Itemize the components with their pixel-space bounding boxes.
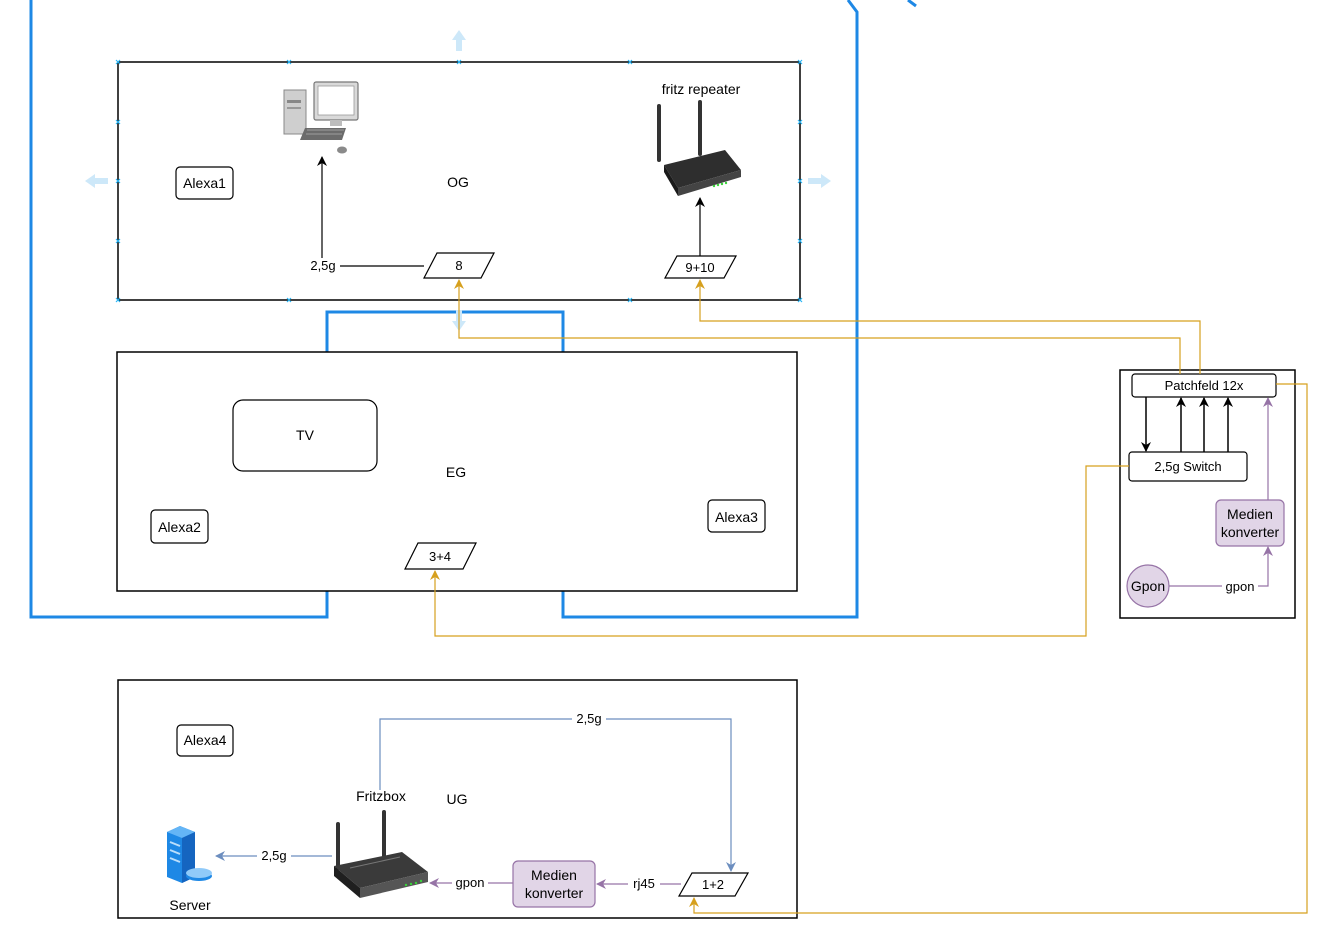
ug-medien-bottom: konverter: [525, 885, 584, 901]
port-9-10-label: 9+10: [685, 260, 714, 275]
alexa3-box[interactable]: [707, 499, 766, 533]
selection-handles[interactable]: [115, 59, 803, 303]
floor-eg-label: EG: [446, 464, 466, 480]
ug-gpon-label: gpon: [456, 875, 485, 890]
ug-medien-top: Medien: [531, 867, 577, 883]
port-9-10-shape[interactable]: [663, 255, 738, 279]
desktop-computer-icon[interactable]: [283, 81, 359, 154]
ug-server-speed: 2,5g: [261, 848, 286, 863]
tv-label: TV: [296, 427, 315, 443]
router-icon[interactable]: [334, 810, 428, 898]
port-3-4-label: 3+4: [429, 549, 451, 564]
floor-eg[interactable]: [116, 351, 798, 592]
ug-medien-konverter[interactable]: [512, 860, 596, 908]
port-8-shape[interactable]: [423, 252, 495, 279]
ug-top-speed: 2,5g: [576, 711, 601, 726]
repeater-label: fritz repeater: [662, 81, 741, 97]
alexa1-box[interactable]: [175, 166, 234, 200]
patch-switch-links[interactable]: [1141, 397, 1233, 452]
rack-medien-bottom: konverter: [1221, 524, 1280, 540]
port-8-label: 8: [455, 258, 462, 273]
orange-cables[interactable]: [430, 279, 1308, 914]
port-1-2-shape[interactable]: [677, 872, 750, 897]
server-label: Server: [169, 897, 211, 913]
fritzbox-label: Fritzbox: [356, 788, 406, 804]
alexa4-box[interactable]: [176, 724, 234, 757]
port-1-2-label: 1+2: [702, 877, 724, 892]
ug-rj45-label: rj45: [633, 876, 655, 891]
rack-container[interactable]: [1119, 369, 1296, 619]
alexa2-label: Alexa2: [158, 519, 201, 535]
port-3-4-shape[interactable]: [404, 542, 477, 570]
floor-ug-label: UG: [447, 791, 468, 807]
fritzbox-to-port-link[interactable]: [379, 718, 736, 872]
gpon-node-label: Gpon: [1131, 578, 1165, 594]
house-outline: [29, 0, 859, 619]
pc-link-speed: 2,5g: [310, 258, 335, 273]
rack-medien-konverter[interactable]: [1215, 499, 1285, 547]
stairs-outline: [325, 310, 565, 352]
alexa3-label: Alexa3: [715, 509, 758, 525]
rack-medien-top: Medien: [1227, 506, 1273, 522]
floor-ug[interactable]: [117, 679, 798, 919]
wifi-router-icon[interactable]: [657, 100, 741, 196]
gpon-to-medien-link[interactable]: [1169, 546, 1273, 587]
patchfeld-label: Patchfeld 12x: [1165, 378, 1244, 393]
tv-box[interactable]: [232, 399, 378, 472]
rack-gpon-edge-label: gpon: [1226, 579, 1255, 594]
floor-og-label: OG: [447, 174, 469, 190]
house-outline-edge: [907, 0, 917, 8]
alexa4-label: Alexa4: [184, 732, 227, 748]
alexa2-box[interactable]: [150, 509, 209, 544]
alexa1-label: Alexa1: [183, 175, 226, 191]
pc-link[interactable]: [317, 156, 424, 267]
server-icon[interactable]: [167, 826, 212, 883]
switch-label: 2,5g Switch: [1154, 459, 1221, 474]
